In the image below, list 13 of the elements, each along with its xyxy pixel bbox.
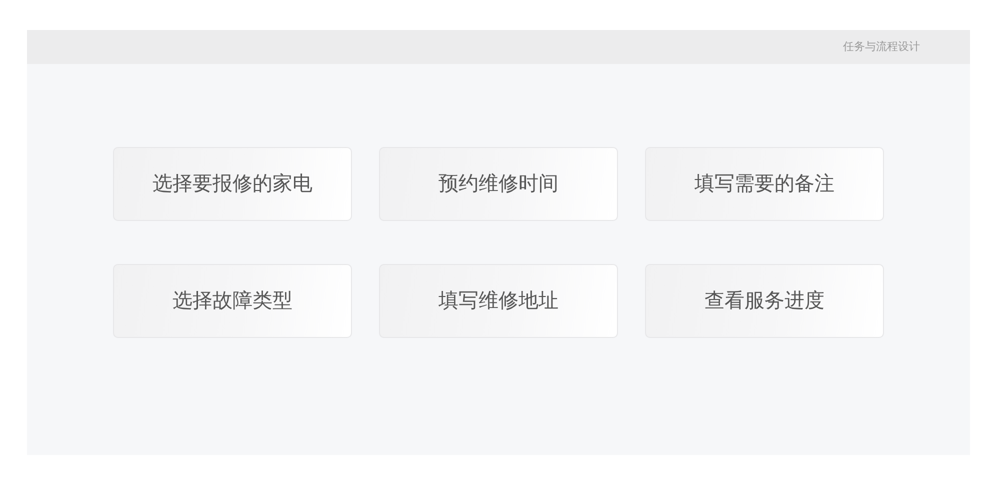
task-label: 查看服务进度: [704, 289, 824, 313]
task-card: [645, 264, 884, 338]
task-label: 填写需要的备注: [694, 172, 834, 196]
task-card: [379, 264, 618, 338]
task-card: [379, 147, 618, 221]
task-label: 选择要报修的家电: [152, 172, 312, 196]
task-label: 选择故障类型: [172, 289, 292, 313]
task-card: [645, 147, 884, 221]
slide-title: 任务与流程设计: [843, 40, 920, 54]
task-card: [113, 147, 352, 221]
task-label: 预约维修时间: [438, 172, 558, 196]
task-card: [113, 264, 352, 338]
task-label: 填写维修地址: [438, 289, 558, 313]
